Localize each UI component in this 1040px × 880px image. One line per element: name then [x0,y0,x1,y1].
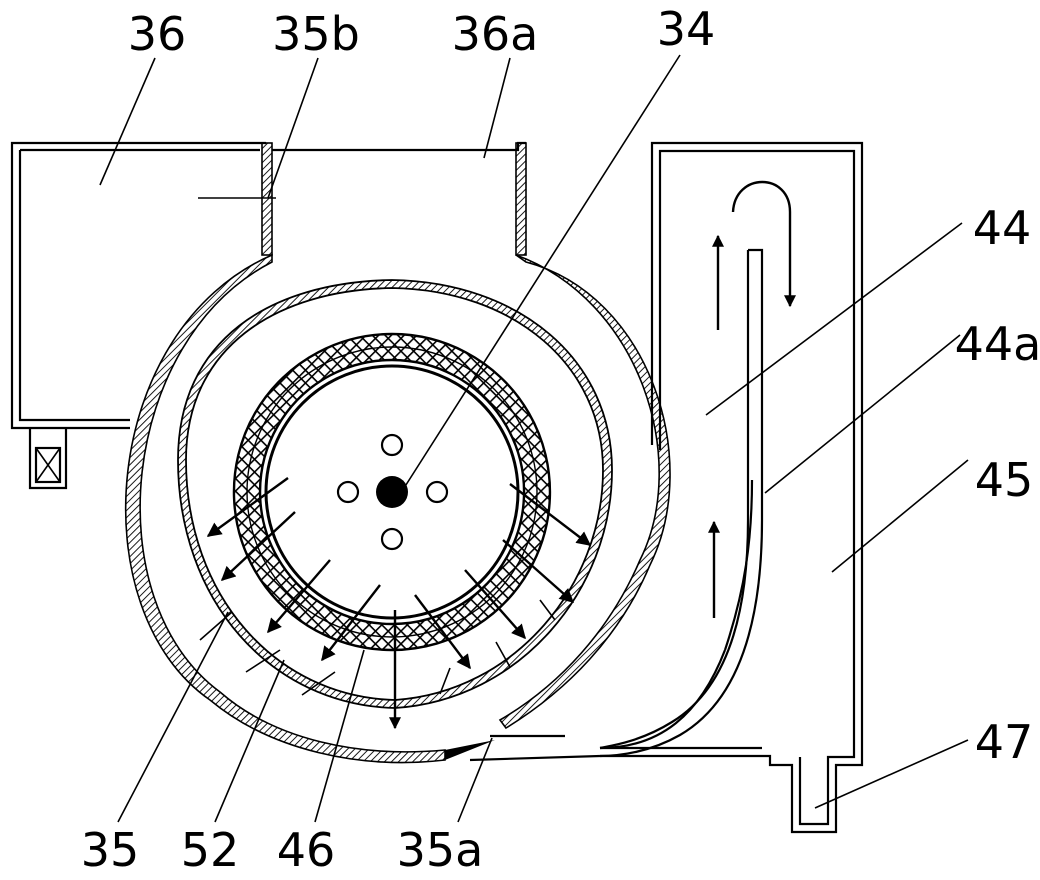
label-52: 52 [181,823,240,877]
label-44: 44 [973,201,1032,255]
label-35b: 35b [272,7,360,61]
outlet-36a [272,141,527,256]
divider-wall-35b [261,142,273,256]
label-46: 46 [277,823,336,877]
radial-flow-arrows [199,477,592,730]
filter-ring-46 [232,332,552,652]
label-36: 36 [128,7,187,61]
label-44a: 44a [955,317,1040,371]
scroll-casing-35 [124,253,671,764]
label-36a: 36a [452,7,539,61]
label-35a: 35a [397,823,484,877]
inner-wall-52 [177,279,613,709]
shaft-34 [336,433,449,551]
flow-arrows-44 [708,180,796,618]
leader-lines [99,54,969,823]
partition-44a [490,248,764,758]
label-34: 34 [657,2,716,56]
label-47: 47 [975,715,1034,769]
label-45: 45 [975,453,1034,507]
upper-duct-36 [10,141,266,490]
label-35: 35 [81,823,140,877]
reference-numerals: 36 35b 36a 34 44 44a 45 47 35 52 46 35a [81,2,1040,877]
